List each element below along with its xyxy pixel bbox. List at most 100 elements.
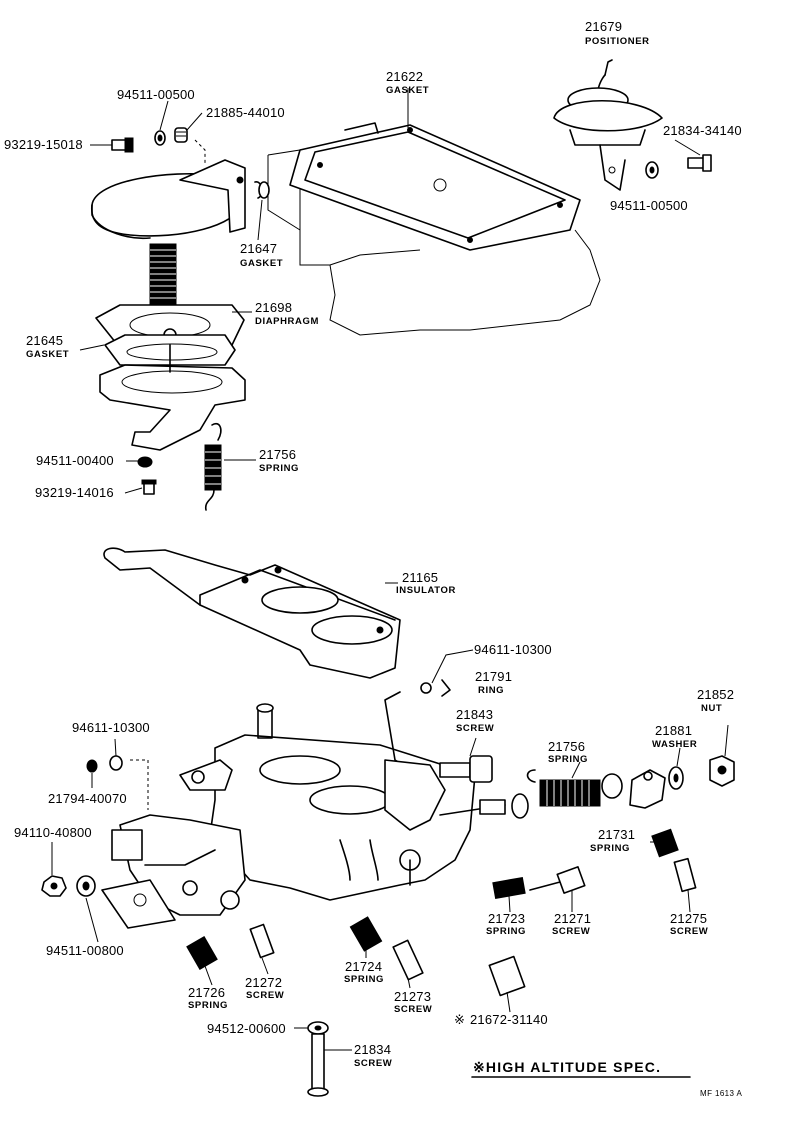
part-name-gasket-21645: GASKET: [26, 349, 70, 360]
part-number-21881: 21881: [655, 723, 693, 738]
part-number-21273: 21273: [394, 989, 432, 1004]
screw-21834-34140-shape: [687, 154, 712, 172]
screw-21275-shape: [673, 857, 697, 893]
part-name-gasket-21647: GASKET: [240, 258, 284, 269]
washer-94511-00800-shape: [76, 875, 96, 897]
throttle-linkage: [101, 814, 246, 929]
part-number-21756-top: 21756: [259, 447, 297, 462]
part-name-spring-21731: SPRING: [590, 843, 631, 854]
part-name-screw-21275: SCREW: [670, 926, 709, 937]
part-number-21843: 21843: [456, 707, 494, 722]
high-altitude-spec-note: ※HIGH ALTITUDE SPEC.: [473, 1059, 662, 1075]
part-name-ring: RING: [478, 685, 505, 696]
spring-21756-bottom-shape: [526, 769, 601, 807]
part-number-21731: 21731: [598, 827, 636, 842]
part-number-21724: 21724: [345, 959, 383, 974]
part-number-21275: 21275: [670, 911, 708, 926]
part-number-21834-34140: 21834-34140: [663, 123, 742, 138]
part-name-screw-21271: SCREW: [552, 926, 591, 937]
part-number-21271: 21271: [554, 911, 592, 926]
nut-21885-44010-shape: [174, 127, 188, 143]
spring-21756-top-shape: [204, 422, 222, 511]
screw-93219-14016-shape: [141, 479, 157, 495]
part-number-21794-40070: 21794-40070: [48, 791, 127, 806]
leader-lines: [51, 88, 729, 1051]
part-number-21834: 21834: [354, 1042, 392, 1057]
screw-21271-shape: [529, 866, 586, 894]
part-name-spring-21726: SPRING: [188, 1000, 229, 1011]
part-number-21852: 21852: [697, 687, 735, 702]
screw-93219-15018-shape: [90, 137, 134, 153]
washer-94511-00500-top-shape: [154, 130, 166, 146]
drawing-code: MF 1613 A: [700, 1089, 743, 1098]
part-name-gasket-21622: GASKET: [386, 85, 430, 96]
spring-21731-shape: [651, 828, 679, 858]
part-number-21272: 21272: [245, 975, 283, 990]
washer-94511-00500-right-shape: [645, 161, 659, 179]
part-number-21672-31140: 21672-31140: [470, 1012, 548, 1027]
part-number-21647: 21647: [240, 241, 278, 256]
carburetor-body-ghost: [267, 149, 601, 336]
part-number-94110-40800: 94110-40800: [14, 825, 92, 840]
washer-21794-40070-shape: [86, 759, 98, 773]
part-number-21679: 21679: [585, 19, 623, 34]
positioner-21679: [553, 59, 663, 191]
part-name-screw-21834: SCREW: [354, 1058, 393, 1069]
part-number-94511-00400: 94511-00400: [36, 453, 114, 468]
part-number-21723: 21723: [488, 911, 526, 926]
part-name-washer-21881: WASHER: [652, 739, 698, 750]
part-name-screw-21843: SCREW: [456, 723, 495, 734]
part-number-21698: 21698: [255, 300, 293, 315]
part-number-21622: 21622: [386, 69, 424, 84]
part-number-93219-14016: 93219-14016: [35, 485, 114, 500]
part-number-21885-44010: 21885-44010: [206, 105, 285, 120]
part-number-93219-15018: 93219-15018: [4, 137, 83, 152]
part-number-94611-10300-left: 94611-10300: [72, 720, 150, 735]
part-name-spring-21724: SPRING: [344, 974, 385, 985]
part-name-insulator: INSULATOR: [396, 585, 456, 596]
part-name-spring-21756-bottom: SPRING: [548, 754, 589, 765]
diaphragm-cover: [91, 159, 270, 240]
insulator-21165-shape: [103, 547, 401, 679]
part-name-screw-21272: SCREW: [246, 990, 285, 1001]
bushing-shape: [511, 773, 623, 819]
washer-21881-shape: [668, 766, 684, 790]
top-gasket-21622: [289, 122, 581, 251]
screw-21843-shape: [439, 755, 493, 783]
part-name-nut: NUT: [701, 703, 723, 714]
screw-21834-shape: [307, 1033, 329, 1097]
spring-21723-shape: [492, 876, 526, 900]
part-number-21756-bottom: 21756: [548, 739, 586, 754]
nut-94611-10300-left-shape: [109, 755, 123, 771]
part-name-screw-21273: SCREW: [394, 1004, 433, 1015]
diaphragm-spring: [149, 243, 177, 307]
part-name-spring-21723: SPRING: [486, 926, 527, 937]
nut-94110-40800-shape: [41, 875, 67, 897]
diaphragm-housing: [99, 344, 246, 451]
part-number-94511-00500-right: 94511-00500: [610, 198, 688, 213]
part-mark-21672-31140: ※: [454, 1012, 466, 1027]
part-number-94611-10300-right: 94611-10300: [474, 642, 552, 657]
part-name-spring-21756-top: SPRING: [259, 463, 300, 474]
part-number-94511-00800: 94511-00800: [46, 943, 124, 958]
nut-21852-shape: [709, 755, 735, 787]
washer-94512-00600-shape: [307, 1021, 329, 1035]
lever-plate-shape: [629, 769, 666, 809]
screw-21272-shape: [249, 923, 275, 959]
screw-21273-shape: [392, 939, 424, 981]
part-number-21645: 21645: [26, 333, 64, 348]
piston-21672-31140-shape: [488, 955, 526, 997]
part-name-positioner: POSITIONER: [585, 36, 650, 47]
part-number-21791: 21791: [475, 669, 513, 684]
spring-21724-shape: [349, 916, 383, 952]
part-number-21165: 21165: [402, 570, 439, 585]
part-number-21726: 21726: [188, 985, 226, 1000]
spring-21726-shape: [186, 936, 218, 970]
throttle-shaft-right: [339, 691, 506, 886]
part-name-diaphragm: DIAPHRAGM: [255, 316, 319, 327]
part-number-94512-00600: 94512-00600: [207, 1021, 286, 1036]
ring-21791-shape: [420, 679, 451, 697]
washer-94511-00400-shape: [137, 456, 153, 468]
